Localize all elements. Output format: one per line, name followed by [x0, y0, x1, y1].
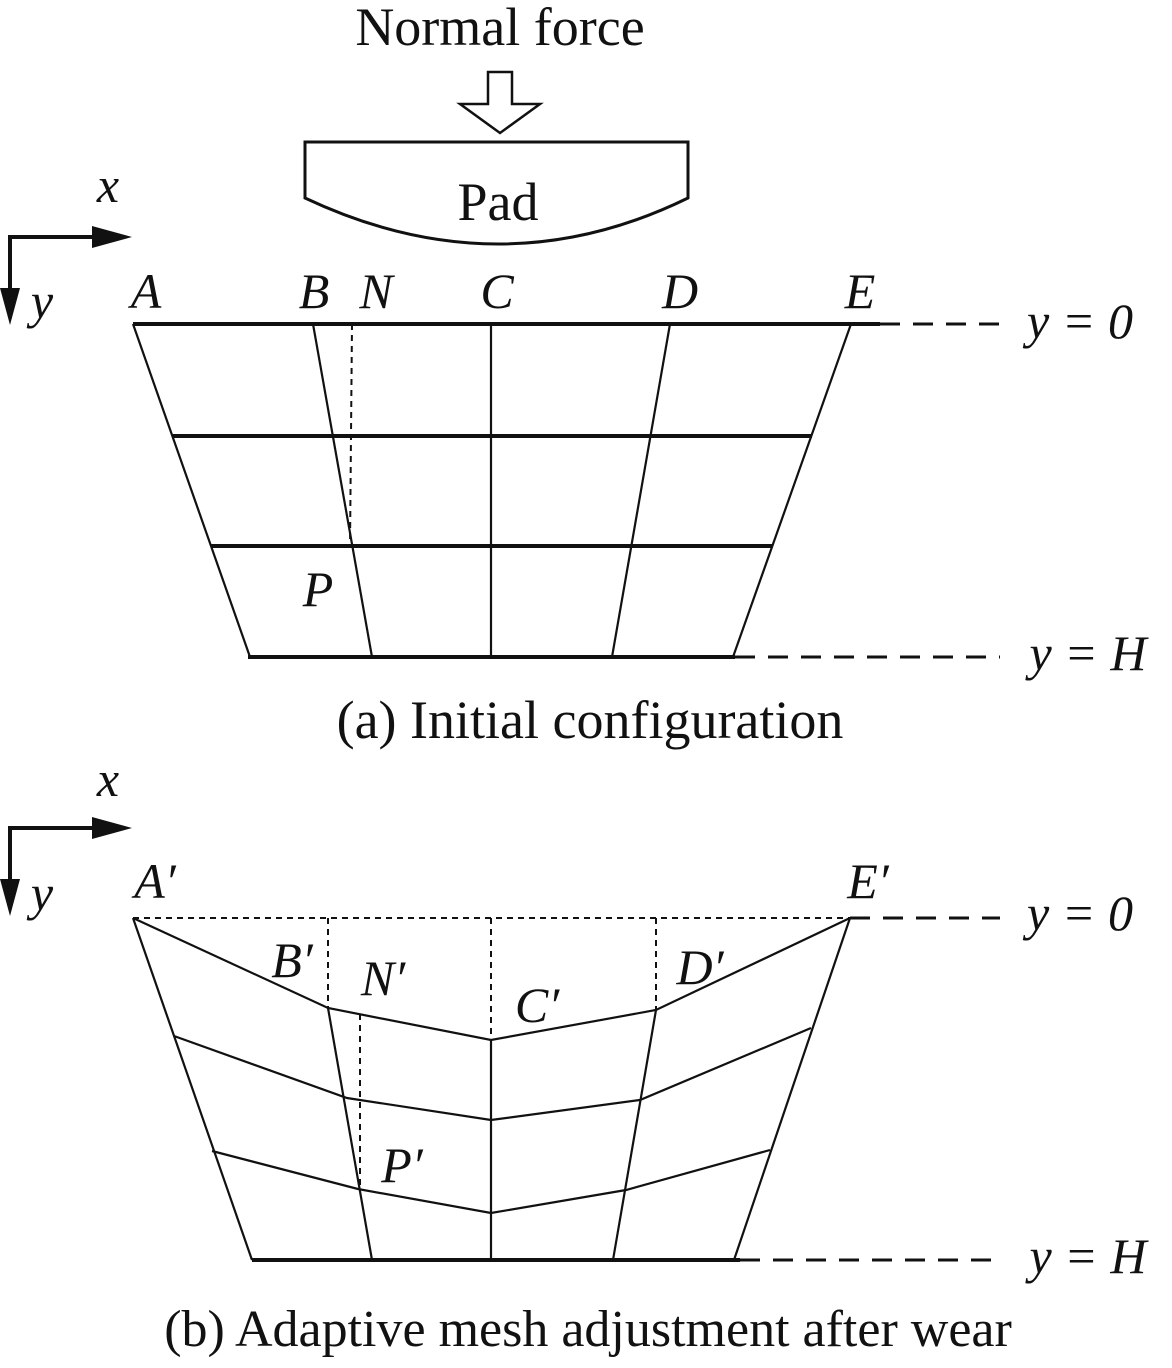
pad-shape: [303, 140, 690, 246]
trajectory-n-p: [349, 323, 353, 547]
left-boundary: [131, 917, 254, 1261]
yH-label: y = H: [1024, 625, 1149, 681]
label-a: A: [128, 263, 162, 319]
normal-force-arrow: [456, 70, 544, 135]
y-axis-arrowhead: [0, 288, 20, 325]
right-boundary: [732, 917, 852, 1261]
label-b: B: [299, 263, 330, 319]
y0-label: y = 0: [1022, 293, 1133, 349]
label-b-prime: B′: [271, 932, 314, 988]
label-c: C: [480, 263, 514, 319]
axes-a: x y: [0, 157, 132, 329]
x-axis-label: x: [96, 751, 119, 807]
normal-force-label: Normal force: [355, 0, 644, 57]
label-a-prime: A′: [131, 853, 177, 909]
left-boundary: [131, 323, 252, 658]
x-axis-arrowhead: [92, 817, 132, 839]
label-n-prime: N′: [360, 950, 406, 1006]
mesh-row-1: [173, 1026, 812, 1122]
label-e-prime: E′: [846, 853, 890, 909]
pad-label: Pad: [458, 172, 539, 232]
label-d-prime: D′: [675, 939, 724, 995]
yH-label: y = H: [1024, 1228, 1149, 1284]
mesh-column-b: [311, 323, 374, 658]
x-axis-arrowhead: [92, 226, 132, 248]
label-c-prime: C′: [515, 977, 560, 1033]
mesh-column-b: [326, 1007, 374, 1261]
panel-b: x y A′ E′ B′ N′ C′ D′ P′: [0, 751, 1149, 1358]
label-e: E: [844, 263, 876, 319]
y-axis-label: y: [26, 865, 54, 921]
axes-b: x y: [0, 751, 132, 921]
y-axis-label: y: [26, 273, 54, 329]
mesh-column-d: [611, 1009, 658, 1261]
label-p-prime: P′: [380, 1137, 424, 1193]
caption-a: (a) Initial configuration: [337, 690, 844, 750]
label-p: P: [302, 561, 334, 617]
y-axis-arrowhead: [0, 879, 20, 916]
point-labels-b: A′ E′ B′ N′ C′ D′ P′: [131, 853, 890, 1193]
label-d: D: [661, 263, 698, 319]
panel-a: Normal force Pad x y A B N C D E P: [0, 0, 1149, 750]
point-labels-a: A B N C D E P: [128, 263, 876, 617]
x-axis-label: x: [96, 157, 119, 213]
mesh-a: [131, 322, 1000, 659]
label-n: N: [358, 263, 395, 319]
y0-label: y = 0: [1022, 885, 1133, 941]
caption-b: (b) Adaptive mesh adjustment after wear: [164, 1301, 1012, 1358]
mesh-b: [131, 916, 1000, 1262]
mesh-column-d: [610, 323, 672, 658]
right-boundary: [731, 323, 853, 658]
